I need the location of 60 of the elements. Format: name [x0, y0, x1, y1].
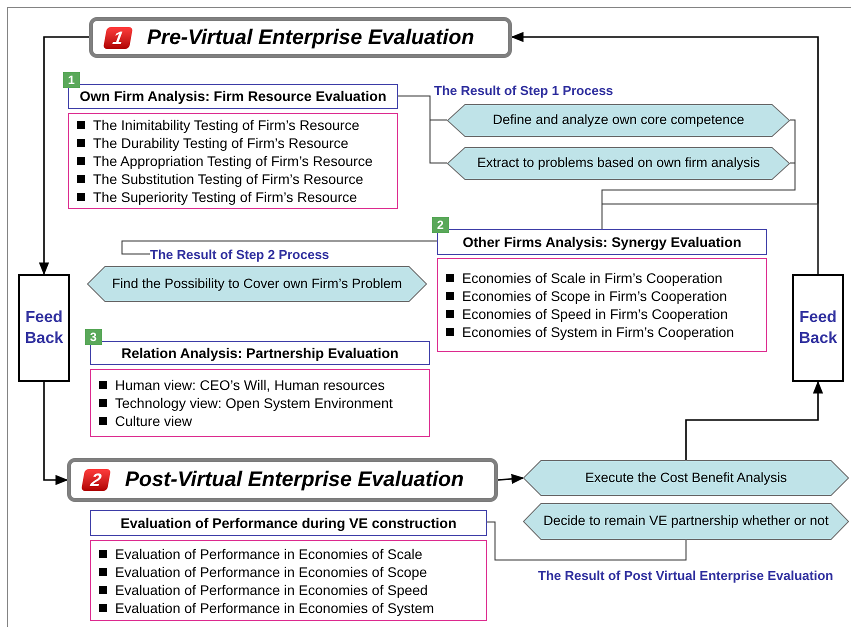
- list-item: Economies of System in Firm’s Cooperation: [462, 323, 734, 341]
- list-item: Evaluation of Performance in Economies of System: [115, 598, 434, 616]
- arrow: [38, 36, 89, 276]
- bullet-list-box: [90, 540, 487, 621]
- hexagon-text: Define and analyze own core competence: [492, 111, 744, 130]
- connector-line: [398, 96, 448, 164]
- arrow: [498, 474, 524, 484]
- stage-title: Pre-Virtual Enterprise Evaluation: [147, 24, 474, 51]
- connector-line: [122, 240, 438, 254]
- list-item: Culture view: [115, 412, 192, 430]
- list-item: Economies of Scope in Firm’s Cooperation: [462, 287, 728, 305]
- list-item: The Inimitability Testing of Firm’s Resource: [93, 116, 360, 134]
- list-item: The Substitution Testing of Firm’s Resource: [93, 170, 364, 188]
- bullet-list-box: [68, 113, 398, 209]
- arrow: [43, 382, 68, 486]
- feedback-text: Feed Back: [798, 308, 838, 349]
- list-item: The Superiority Testing of Firm’s Resource: [93, 188, 358, 206]
- bullet-list-box: [90, 369, 430, 437]
- step-number-badge: 2: [81, 469, 111, 491]
- section-heading-box: [90, 510, 487, 536]
- list-item: Economies of Scale in Firm’s Cooperation: [462, 269, 722, 287]
- step-number-badge: 2: [432, 217, 449, 233]
- result-label: The Result of Step 2 Process: [150, 246, 350, 263]
- hexagon-text: Find the Possibility to Cover own Firm’s Problem: [112, 274, 402, 293]
- step-number-badge: 1: [103, 26, 133, 48]
- hexagon-box: [87, 266, 427, 302]
- arrow: [510, 32, 819, 274]
- section-heading: Evaluation of Performance during VE construction: [120, 514, 457, 533]
- stage-title-box: [89, 17, 512, 58]
- list-item: Evaluation of Performance in Economies of Speed: [115, 580, 428, 598]
- hexagon-box: [523, 503, 849, 540]
- hexagon-text: Decide to remain VE partnership whether or not: [543, 512, 829, 530]
- stage-title-box: [67, 458, 498, 502]
- feedback-text: Feed Back: [24, 308, 64, 349]
- bullet-list-box: [437, 258, 767, 352]
- feedback-box: [792, 274, 844, 382]
- hexagon-text: Execute the Cost Benefit Analysis: [585, 468, 787, 487]
- hexagon-box: [447, 147, 790, 180]
- connector-line: [486, 522, 686, 560]
- step-number-badge: 3: [85, 329, 102, 345]
- list-item: Technology view: Open System Environment: [115, 394, 393, 412]
- hexagon-box: [523, 460, 849, 496]
- section-heading: Other Firms Analysis: Synergy Evaluation: [462, 232, 742, 252]
- connector-line: [602, 204, 818, 274]
- step-number-badge: 1: [63, 72, 80, 88]
- section-heading: Relation Analysis: Partnership Evaluation: [121, 344, 399, 363]
- stage-title: Post-Virtual Enterprise Evaluation: [125, 467, 464, 494]
- list-item: Economies of Speed in Firm’s Cooperation: [462, 305, 728, 323]
- list-item: The Appropriation Testing of Firm’s Resource: [93, 152, 373, 170]
- section-heading: Own Firm Analysis: Firm Resource Evaluation: [80, 87, 386, 106]
- list-item: The Durability Testing of Firm’s Resource: [93, 134, 348, 152]
- arrow: [685, 380, 824, 460]
- hexagon-box: [447, 104, 790, 137]
- list-item: Human view: CEO’s Will, Human resources: [115, 376, 385, 394]
- hexagon-text: Extract to problems based on own firm analysis: [477, 154, 760, 172]
- list-item: Evaluation of Performance in Economies of Scale: [115, 544, 422, 562]
- feedback-box: [18, 274, 70, 382]
- result-label: The Result of Step 1 Process: [434, 82, 614, 99]
- list-item: Evaluation of Performance in Economies of Scope: [115, 562, 428, 580]
- result-label: The Result of Post Virtual Enterprise Evaluation: [538, 567, 834, 584]
